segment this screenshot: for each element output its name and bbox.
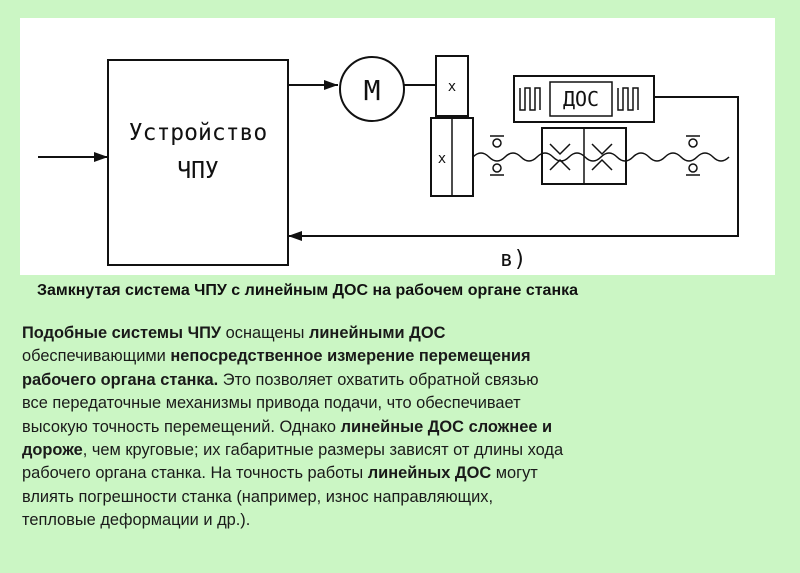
cnc-label-line2: ЧПУ xyxy=(177,158,219,184)
sensor-label-box xyxy=(549,81,613,117)
emphasis-text: линейных ДОС xyxy=(367,464,492,483)
sensor-scale xyxy=(519,87,639,111)
emphasis-text: дороже xyxy=(22,441,83,460)
linear-sensor-housing xyxy=(513,75,655,123)
bearing-left xyxy=(490,135,504,176)
emphasis-text: Подобные системы ЧПУ xyxy=(22,324,222,342)
body-text: рабочего органа станка. На точность рабо… xyxy=(22,464,368,483)
body-text: тепловые деформации и др.). xyxy=(22,511,251,530)
sensor-label: ДОС xyxy=(563,87,599,111)
body-text: все передаточные механизмы привода подач… xyxy=(22,394,521,413)
cnc-label-line1: Устройство xyxy=(129,120,267,146)
emphasis-text: непосредственное измерение перемещения xyxy=(170,347,531,366)
body-text: оснащены xyxy=(221,324,309,342)
motor-label: М xyxy=(364,74,381,107)
diagram-panel: Устройство ЧПУ М x x ДОС в) xyxy=(20,18,775,275)
body-text: могут xyxy=(491,464,538,483)
feedback-line xyxy=(288,96,739,237)
gear-mark-top: x xyxy=(448,79,456,95)
cnc-device-block xyxy=(107,59,289,266)
cnc-closed-loop-diagram: Устройство ЧПУ М x x ДОС в) xyxy=(38,55,739,272)
body-text: обеспечивающими xyxy=(22,347,171,366)
body-text: влиять погрешности станка (например, изн… xyxy=(22,487,494,506)
motor-circle xyxy=(339,56,405,122)
gear-mark-bottom: x xyxy=(438,151,446,167)
body-text: , чем круговые; их габаритные размеры за… xyxy=(82,441,564,460)
emphasis-text: рабочего органа станка. xyxy=(22,370,219,389)
figure-caption: Замкнутая система ЧПУ с линейным ДОС на … xyxy=(37,282,579,299)
arrowheads xyxy=(94,80,338,241)
emphasis-text: линейными ДОС xyxy=(308,324,446,342)
description-text: Подобные системы ЧПУ оснащены линейными … xyxy=(22,322,782,533)
bearing-right xyxy=(686,135,700,176)
gear-top xyxy=(435,55,469,117)
body-text: Это позволяет охватить обратной связью xyxy=(218,370,539,389)
body-text: высокую точность перемещений. Однако xyxy=(22,417,341,436)
lead-screw xyxy=(472,152,730,162)
variant-label: в) xyxy=(500,247,527,272)
emphasis-text: линейные ДОС сложнее и xyxy=(340,417,553,436)
